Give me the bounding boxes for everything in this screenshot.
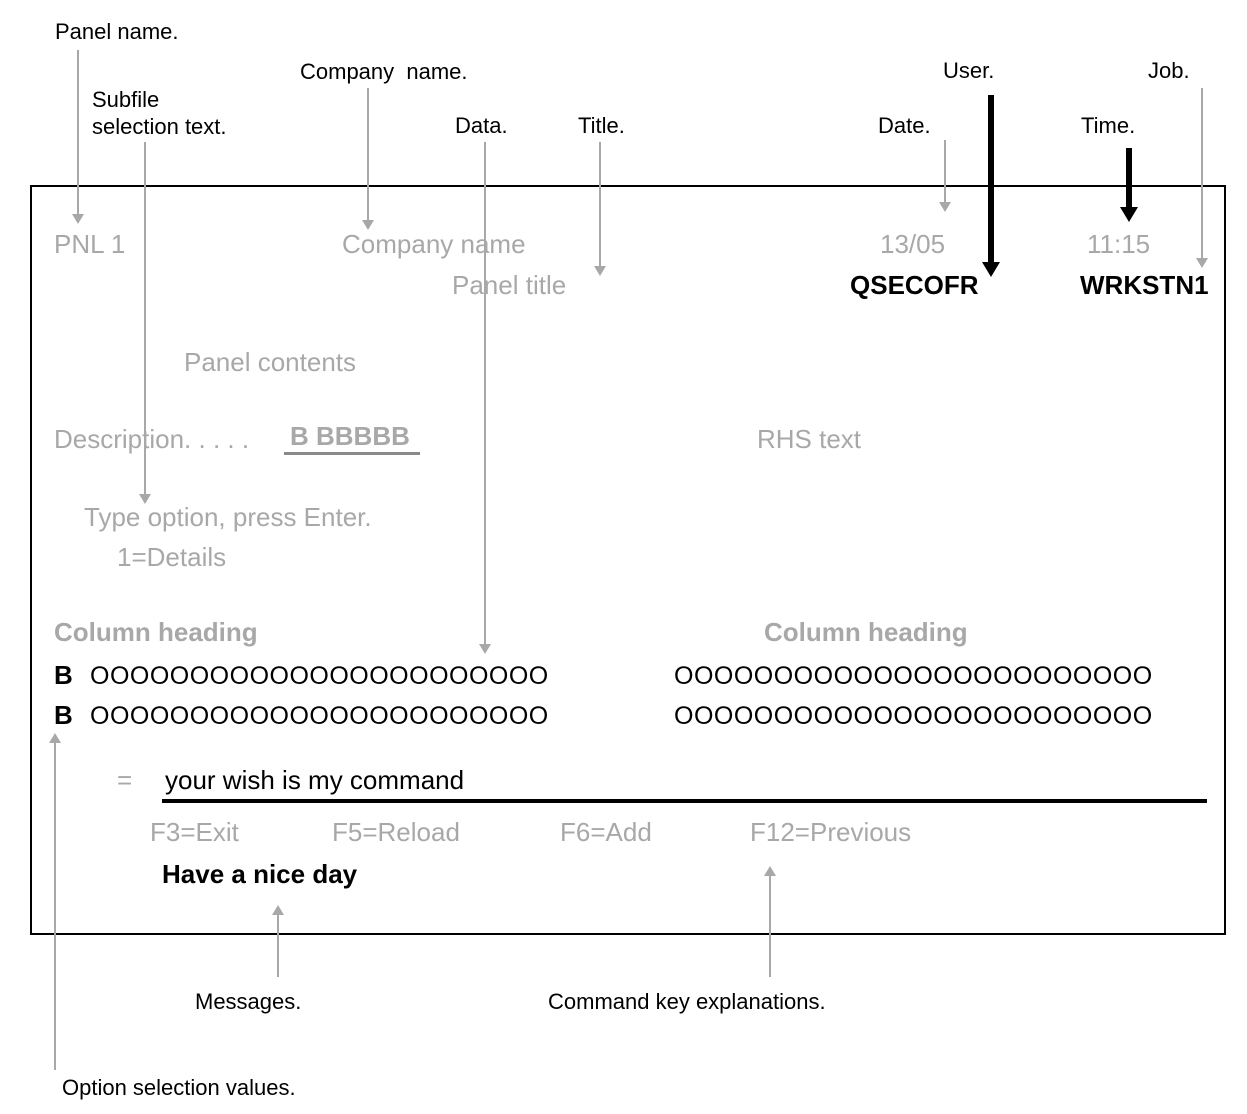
- row-data-left: OOOOOOOOOOOOOOOOOOOOOOO: [90, 702, 549, 730]
- date-label: Date.: [878, 113, 931, 138]
- row-data-right: OOOOOOOOOOOOOOOOOOOOOOOO: [674, 702, 1153, 730]
- row-data-left: OOOOOOOOOOOOOOOOOOOOOOO: [90, 662, 549, 690]
- job-label: Job.: [1148, 58, 1190, 83]
- option-values-label: Option selection values.: [62, 1075, 296, 1100]
- time-label: Time.: [1081, 113, 1136, 138]
- messages-label: Messages.: [195, 989, 302, 1014]
- panel-name-field: PNL 1: [54, 229, 126, 259]
- company-name-label: Company name.: [300, 59, 468, 84]
- description-input-field[interactable]: B BBBBB: [284, 421, 420, 455]
- job-field: WRKSTN1: [1080, 270, 1209, 300]
- title-arrow-icon: [594, 142, 606, 276]
- column-heading-right: Column heading: [764, 617, 968, 647]
- subfile-selection-label: Subfile selection text.: [92, 87, 227, 139]
- command-keys-label: Command key explanations.: [548, 989, 826, 1014]
- command-prompt-symbol: =: [117, 765, 133, 795]
- row-option-field[interactable]: B: [54, 700, 73, 730]
- data-label: Data.: [455, 113, 508, 138]
- option-1-text: 1=Details: [117, 542, 227, 572]
- time-arrow-icon: [1120, 148, 1138, 222]
- command-input-field[interactable]: your wish is my command: [165, 765, 465, 795]
- date-field: 13/05: [880, 229, 946, 259]
- panel-title-field: Panel title: [452, 270, 567, 300]
- data-arrow-icon: [479, 142, 491, 654]
- panel-contents-text: Panel contents: [184, 347, 357, 377]
- company-name-field: Company name: [342, 229, 526, 259]
- title-label: Title.: [578, 113, 625, 138]
- fkey-f3-exit: F3=Exit: [150, 817, 239, 847]
- subfile-selection-arrow-icon: [139, 142, 151, 504]
- user-label: User.: [943, 58, 995, 83]
- company-name-arrow-icon: [362, 88, 374, 230]
- panel-name-label: Panel name.: [55, 19, 179, 44]
- panel-name-arrow-icon: [72, 50, 84, 224]
- user-field: QSECOFR: [850, 270, 979, 300]
- terminal-panel: PNL 1 Company name 13/05 11:15 Panel tit…: [30, 185, 1226, 935]
- fkey-f6-add: F6=Add: [560, 817, 652, 847]
- command-keys-arrow-icon: [764, 866, 776, 977]
- fkey-f12-previous: F12=Previous: [750, 817, 912, 847]
- messages-arrow-icon: [272, 905, 284, 977]
- time-field: 11:15: [1087, 229, 1151, 259]
- type-option-text: Type option, press Enter.: [84, 502, 372, 532]
- user-arrow-icon: [982, 95, 1000, 277]
- job-arrow-icon: [1196, 88, 1208, 268]
- fkey-f5-reload: F5=Reload: [332, 817, 460, 847]
- command-line-underline: [162, 799, 1207, 803]
- row-option-field[interactable]: B: [54, 660, 73, 690]
- row-data-right: OOOOOOOOOOOOOOOOOOOOOOOO: [674, 662, 1153, 690]
- rhs-text: RHS text: [757, 424, 862, 454]
- option-values-arrow-icon: [49, 733, 61, 1070]
- description-label: Description. . . . .: [54, 424, 250, 454]
- date-arrow-icon: [939, 140, 951, 212]
- column-heading-left: Column heading: [54, 617, 258, 647]
- message-line: Have a nice day: [162, 859, 358, 889]
